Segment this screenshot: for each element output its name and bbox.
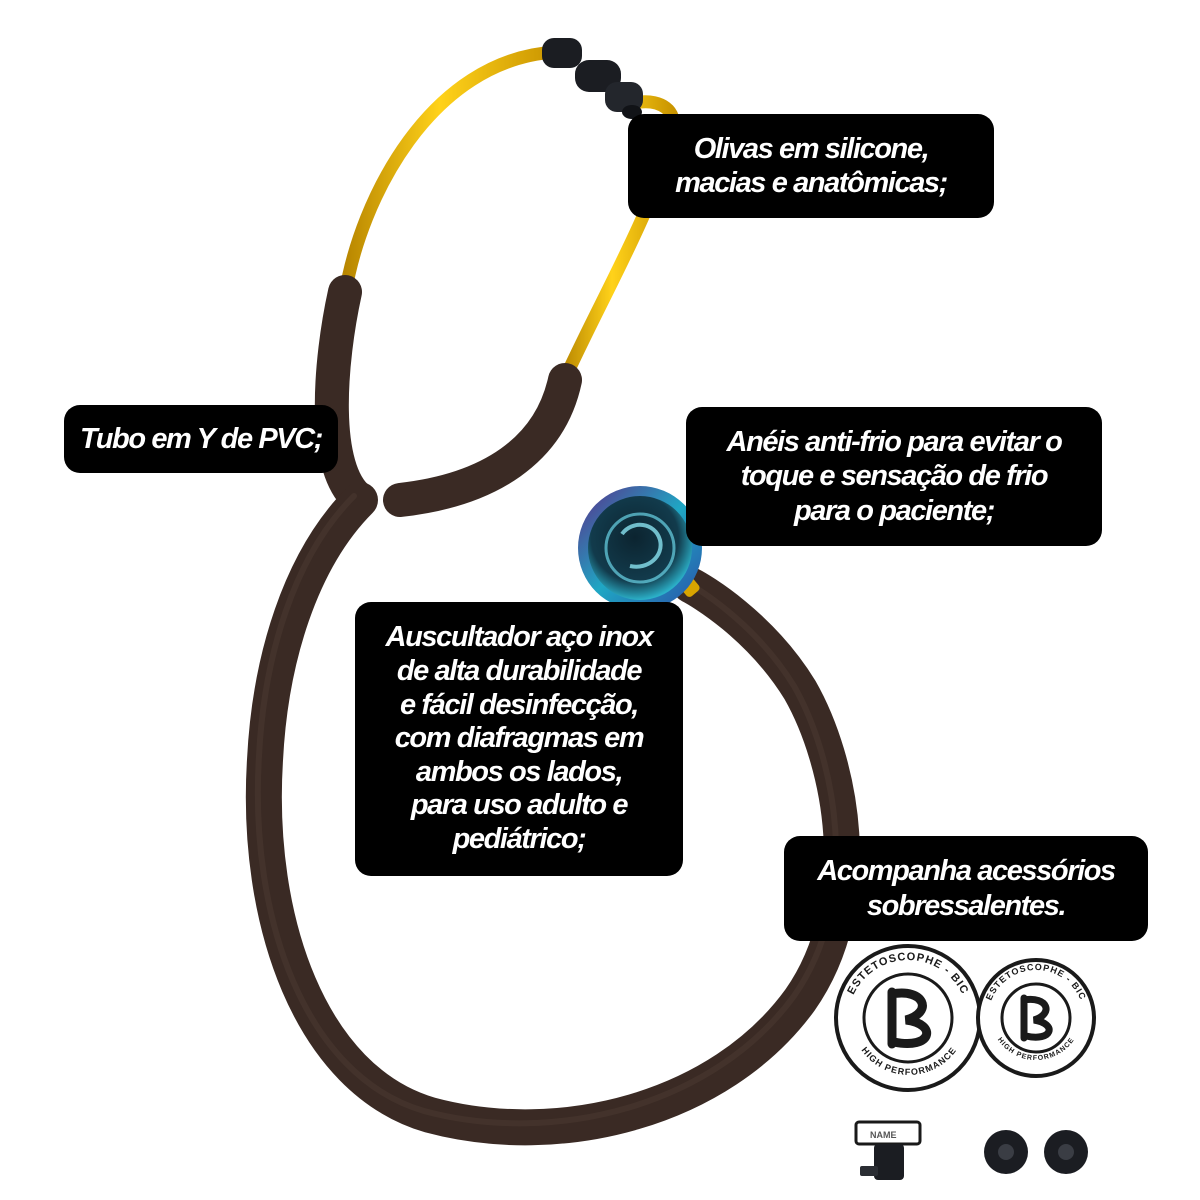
callout-tubo: Tubo em Y de PVC; xyxy=(64,405,338,473)
spare-ear-tips xyxy=(984,1130,1088,1174)
callout-aneis: Anéis anti-frio para evitar o toque e se… xyxy=(686,407,1102,546)
callout-acessorios: Acompanha acessórios sobressalentes. xyxy=(784,836,1148,941)
name-tag: NAME xyxy=(854,1120,922,1180)
name-tag-label: NAME xyxy=(870,1130,897,1140)
callout-olivas: Olivas em silicone, macias e anatômicas; xyxy=(628,114,994,218)
chest-piece xyxy=(578,486,702,610)
ear-tips xyxy=(542,38,643,119)
spare-diaphragm-small: ESTETOSCOPHE - BIC HIGH PERFORMANCE xyxy=(976,958,1096,1078)
spare-diaphragm-large: ESTETOSCOPHE - BIC HIGH PERFORMANCE xyxy=(834,944,982,1092)
callout-auscultador: Auscultador aço inox de alta durabilidad… xyxy=(355,602,683,876)
